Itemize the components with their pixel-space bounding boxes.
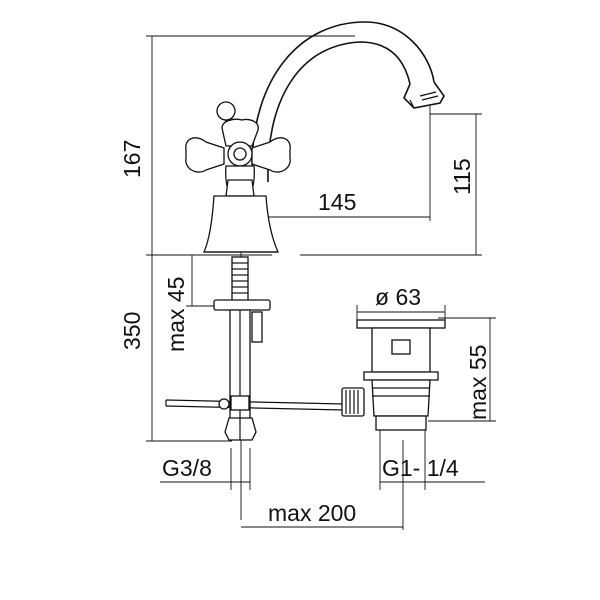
- overall-height-label: 167: [119, 140, 145, 178]
- faucet-body: [165, 21, 445, 441]
- spout-reach-label: 145: [318, 189, 356, 215]
- supply-thread-label: G3/8: [162, 455, 212, 481]
- body-height-label: 350: [119, 312, 145, 350]
- dimension-lines: [146, 35, 496, 530]
- waste-depth-label: max 55: [465, 345, 491, 420]
- deck-thickness-label: max 45: [163, 277, 189, 352]
- rod-length-label: max 200: [268, 500, 356, 526]
- spout-height-label: 115: [449, 158, 475, 195]
- waste-diameter-label: ø 63: [375, 284, 421, 310]
- waste-drain: [341, 319, 446, 431]
- waste-thread-label: G1- 1/4: [382, 455, 459, 481]
